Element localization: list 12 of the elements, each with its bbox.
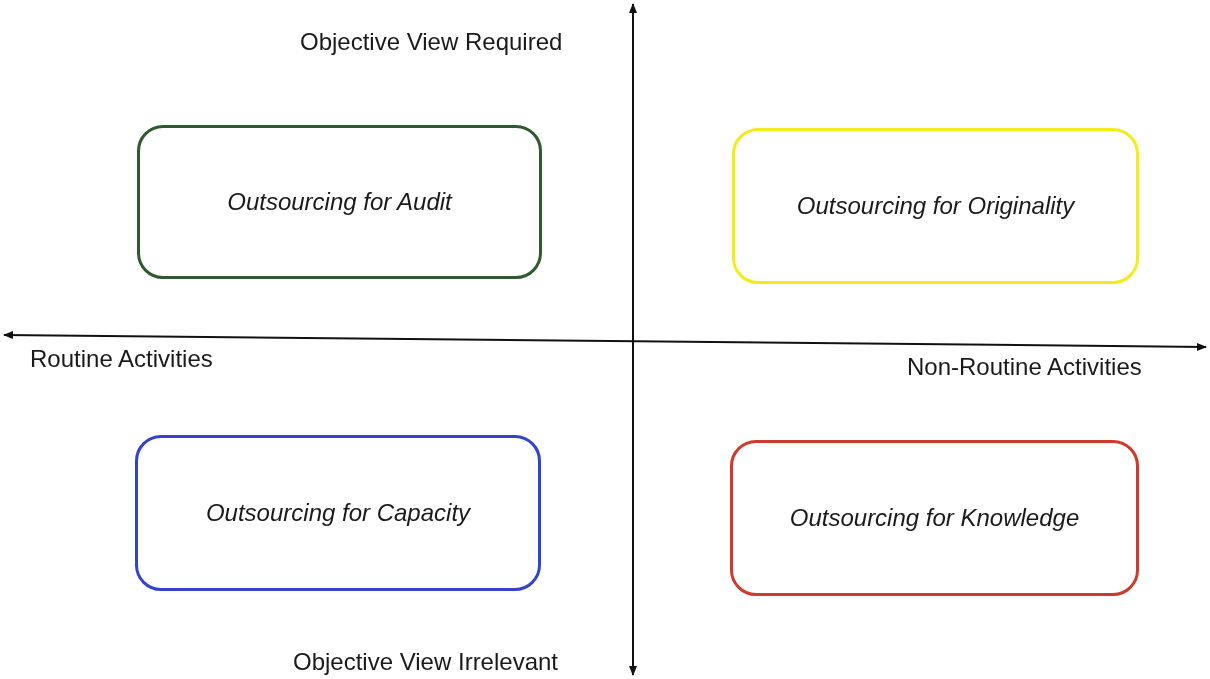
quadrant-box <box>730 440 1139 596</box>
quadrant-title: Outsourcing for Capacity <box>205 499 471 527</box>
quadrant-box <box>137 125 542 279</box>
quadrant-box <box>135 435 541 591</box>
quadrant-title: Outsourcing for Knowledge <box>789 504 1080 532</box>
quadrant-box <box>732 128 1139 284</box>
axis-label: Objective View Irrelevant <box>293 648 558 676</box>
axis-label: Routine Activities <box>30 345 213 373</box>
quadrant-title: Outsourcing for Originality <box>796 192 1075 220</box>
axis-label: Objective View Required <box>300 28 563 56</box>
quadrant-title: Outsourcing for Audit <box>227 188 452 216</box>
axis-label: Non-Routine Activities <box>907 353 1142 381</box>
